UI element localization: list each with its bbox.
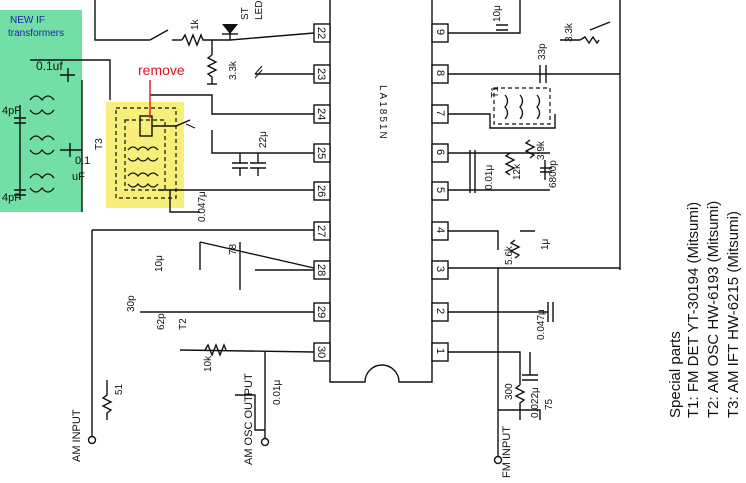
pin-label: 9	[434, 29, 446, 35]
ic-part-number: LA1851N	[377, 85, 388, 141]
pin-label: 22	[315, 27, 327, 39]
cap-001u-label: 0.01μ	[272, 380, 283, 405]
cap-4pf-top-label: 4pF	[2, 105, 21, 117]
cap-33p-label: 33p	[537, 43, 548, 60]
ic-pins-left: 22 23 24 25 26 27 28 29 30	[313, 23, 331, 362]
cap-uf-label: uF	[72, 171, 85, 183]
cap-0022u-label: 0.022μ	[530, 387, 541, 418]
pin-label: 30	[315, 346, 327, 358]
pin-label: 6	[434, 149, 446, 155]
st-led-label-2: LED	[254, 1, 265, 20]
r-12k-label: 12k	[512, 163, 523, 180]
cap-62p-label: 62p	[156, 313, 167, 330]
r-33k-right-label: 3.3k	[564, 22, 575, 42]
pin-label: 5	[434, 187, 446, 193]
am-osc-output-label: AM OSC OUTPUT	[243, 373, 255, 465]
am-input-label: AM INPUT	[71, 409, 83, 462]
ic-body: LA1851N	[329, 0, 433, 383]
cap-30p-label: 30p	[126, 295, 137, 312]
wiring-right	[448, 0, 621, 460]
pin-label: 23	[315, 68, 327, 80]
r-56k-label: 5.6k	[504, 245, 515, 265]
pin-label: 4	[434, 227, 446, 233]
special-parts-title: Special parts	[667, 331, 684, 418]
pin-label: 24	[315, 108, 327, 120]
fm-input-label: FM INPUT	[501, 426, 513, 478]
cap-10u-top-label: 10μ	[492, 5, 503, 22]
pin-label: 25	[315, 147, 327, 159]
cap-22u-label: 22μ	[258, 131, 269, 148]
pin-label: 28	[315, 264, 327, 276]
cap-01-label: 0.1	[75, 155, 90, 167]
r-78-label: 78	[228, 243, 239, 255]
cap-01uf-label: 0.1uf	[36, 59, 63, 73]
io-terminals	[87, 380, 503, 465]
r-39k-label: 3.9k	[536, 140, 547, 160]
special-parts-line: T2: AM OSC HW-6193 (Mitsumi)	[705, 201, 722, 418]
transformers-label: transformers	[8, 28, 64, 39]
r-10k-label: 10k	[203, 355, 214, 372]
pin-label: 2	[434, 308, 446, 314]
t3-transformer	[115, 107, 196, 199]
r-33k-top-label: 3.3k	[228, 60, 239, 80]
pin-label: 1	[434, 348, 446, 354]
pin-label: 29	[315, 306, 327, 318]
pin-label: 7	[434, 110, 446, 116]
cap-0047u-label: 0.047μ	[197, 191, 208, 222]
pin-label: 3	[434, 266, 446, 272]
st-led-label: ST	[240, 7, 251, 20]
pin-label: 8	[434, 70, 446, 76]
cap-10u-left-label: 10μ	[154, 255, 165, 272]
t3-label: T3	[94, 138, 105, 150]
t1-label: T1	[490, 86, 501, 98]
r-1k-label: 1k	[190, 18, 201, 30]
cap-0047u-right-label: 0.047μ	[536, 309, 547, 340]
new-if-transformers	[14, 59, 111, 212]
cap-001u-right-label: 0.01μ	[484, 165, 495, 190]
r-75-label: 75	[544, 398, 555, 410]
t2-label: T2	[178, 318, 189, 330]
new-if-label: NEW IF	[10, 15, 45, 26]
cap-1u-label: 1μ	[540, 238, 551, 250]
ic-pins-right: 9 8 7 6 5 4 3 2 1	[431, 23, 449, 362]
r-51-label: 51	[114, 383, 125, 395]
r-300-label: 300	[504, 383, 515, 400]
pin-label: 26	[315, 185, 327, 197]
special-parts-line: T1: FM DET YT-30194 (Mitsumi)	[685, 202, 702, 418]
wiring-left	[91, 0, 315, 442]
cap-6800p-label: 6800p	[548, 160, 559, 188]
cap-4pf-bottom-label: 4pF	[2, 192, 21, 204]
remove-label: remove	[138, 62, 185, 78]
yellow-highlight-region	[106, 102, 184, 208]
special-parts-line: T3: AM IFT HW-6215 (Mitsumi)	[725, 211, 742, 418]
pin-label: 27	[315, 225, 327, 237]
